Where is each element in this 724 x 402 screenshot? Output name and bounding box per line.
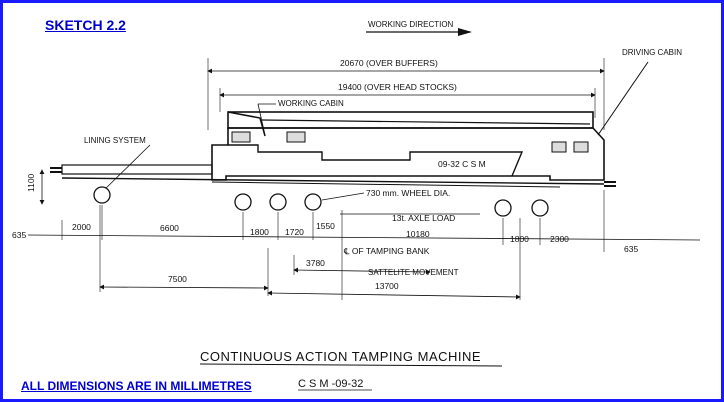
wheel-6 <box>531 199 549 217</box>
axle-load-label: 13t. AXLE LOAD <box>392 213 455 223</box>
dim-1720: 1720 <box>285 227 304 237</box>
wheel-3 <box>269 193 287 211</box>
wheel-dia-label: 730 mm. WHEEL DIA. <box>366 188 450 198</box>
working-direction-arrowhead <box>458 28 472 36</box>
machine-body: 09-32 C S M <box>50 111 616 188</box>
machine-id-label: 09-32 C S M <box>438 159 486 169</box>
height-1100-label: 1100 <box>26 173 36 192</box>
dim-7500: 7500 <box>168 274 187 284</box>
wheel-2 <box>234 193 252 211</box>
dim-baseline <box>27 234 701 241</box>
driving-cabin-label: DRIVING CABIN <box>622 48 682 57</box>
main-title-underline <box>199 363 503 367</box>
dim-13700: 13700 <box>375 281 399 291</box>
chassis-outline <box>211 127 605 181</box>
over-head-stocks-label: 19400 (OVER HEAD STOCKS) <box>338 82 457 92</box>
csm-panel <box>430 151 524 177</box>
lining-beam <box>61 164 213 175</box>
dim-2000: 2000 <box>72 222 91 232</box>
window-driving-2 <box>573 141 589 153</box>
roof-rail <box>261 119 591 125</box>
dim-2300: 2300 <box>550 234 569 244</box>
dimensions-note-link[interactable]: ALL DIMENSIONS ARE IN MILLIMETRES <box>21 379 252 393</box>
dim-635-left: 635 <box>12 230 26 240</box>
tamping-bank-label: ℄ OF TAMPING BANK <box>343 246 430 256</box>
wheel-5 <box>494 199 512 217</box>
lining-system-label: LINING SYSTEM <box>84 136 146 145</box>
window-mid <box>286 131 306 143</box>
window-left <box>231 131 251 143</box>
wheel-1 <box>93 186 111 204</box>
window-driving-1 <box>551 141 567 153</box>
working-cabin-roof <box>227 111 266 137</box>
dim-6600: 6600 <box>160 223 179 233</box>
wheel-dia-leader <box>321 192 365 201</box>
sketch-title-link[interactable]: SKETCH 2.2 <box>45 17 126 33</box>
working-cabin-label: WORKING CABIN <box>278 99 344 108</box>
working-direction-group: WORKING DIRECTION <box>366 20 472 36</box>
dim-3780: 3780 <box>306 258 325 268</box>
dim-13700-line <box>267 290 521 300</box>
dim-635-right: 635 <box>624 244 638 254</box>
driving-cabin-leader <box>597 61 649 136</box>
wheel-4 <box>304 193 322 211</box>
chassis-step <box>228 144 430 161</box>
dim-7500-line <box>99 284 269 291</box>
dim-1800-b: 1800 <box>510 234 529 244</box>
main-title: CONTINUOUS ACTION TAMPING MACHINE <box>200 349 481 364</box>
lower-frame-2 <box>211 181 561 188</box>
sattelite-dim-line <box>293 267 431 275</box>
model-code: C S M -09-32 <box>298 378 363 390</box>
lining-system-leader <box>99 144 151 195</box>
over-buffers-label: 20670 (OVER BUFFERS) <box>340 58 438 68</box>
working-direction-label: WORKING DIRECTION <box>368 20 454 29</box>
dim-1800-a: 1800 <box>250 227 269 237</box>
sattelite-movement-label: SATTELITE MOVEMENT <box>368 268 459 277</box>
dim-10180: 10180 <box>406 229 430 239</box>
wheels <box>93 186 549 217</box>
dimension-row: 635 2000 6600 1800 1720 1550 10180 1800 … <box>12 190 701 300</box>
dim-1550: 1550 <box>316 221 335 231</box>
lower-frame <box>61 177 605 185</box>
